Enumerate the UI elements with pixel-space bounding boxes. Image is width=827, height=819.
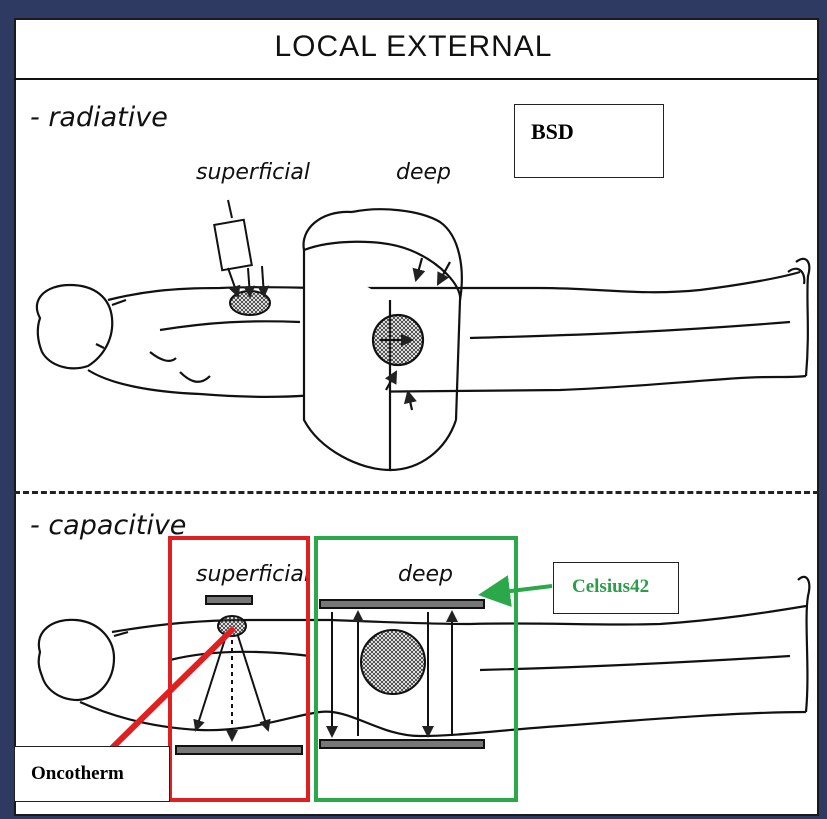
celsius-pointer-arrow (486, 586, 552, 594)
oncotherm-label: Oncotherm (31, 763, 124, 784)
radiative-superficial-applicator (214, 200, 270, 315)
celsius-label-box: Celsius42 (553, 562, 679, 614)
radiative-deep-ring-applicator (303, 209, 461, 470)
oncotherm-label-box: Oncotherm (14, 746, 170, 802)
celsius-label: Celsius42 (572, 576, 649, 597)
radiative-patient-figure (37, 259, 809, 397)
